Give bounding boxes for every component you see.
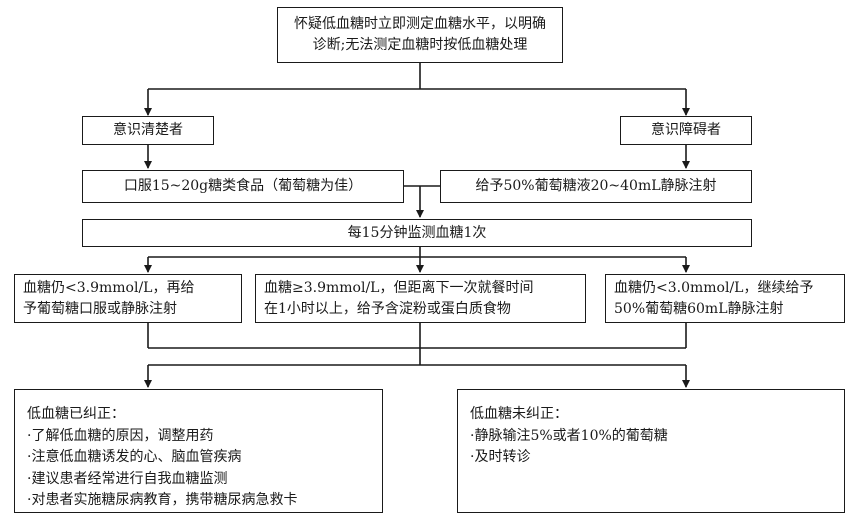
monitor-box: 每15分钟监测血糖1次: [82, 219, 752, 247]
oral-treatment-box: 口服15~20g糖类食品（葡萄糖为佳）: [82, 170, 404, 203]
list-item: ·对患者实施糖尿病教育，携带糖尿病急救卡: [27, 492, 298, 508]
impaired-box: 意识障碍者: [620, 116, 752, 145]
start-line-2: 诊断;无法测定血糖时按低血糖处理: [312, 37, 528, 53]
list-item: ·注意低血糖诱发的心、脑血管疾病: [27, 449, 242, 465]
case-normal-line-1: 血糖≥3.9mmol/L，但距离下一次就餐时间: [264, 280, 534, 296]
conscious-label: 意识清楚者: [113, 122, 183, 138]
case-severe-box: 血糖仍<3.0mmol/L，继续给予 50%葡萄糖60mL静脉注射: [605, 274, 845, 323]
case-low-line-2: 予葡萄糖口服或静脉注射: [23, 301, 177, 317]
not-corrected-title: 低血糖未纠正：: [470, 406, 568, 422]
case-severe-line-1: 血糖仍<3.0mmol/L，继续给予: [614, 280, 814, 296]
list-item: ·静脉输注5%或者10%的葡萄糖: [470, 427, 668, 444]
start-box: 怀疑低血糖时立即测定血糖水平，以明确 诊断;无法测定血糖时按低血糖处理: [277, 7, 563, 63]
list-item: ·及时转诊: [470, 449, 531, 465]
not-corrected-box: 低血糖未纠正： ·静脉输注5%或者10%的葡萄糖 ·及时转诊: [457, 389, 845, 513]
case-low-box: 血糖仍<3.9mmol/L，再给 予葡萄糖口服或静脉注射: [14, 274, 242, 323]
case-normal-box: 血糖≥3.9mmol/L，但距离下一次就餐时间 在1小时以上，给予含淀粉或蛋白质…: [255, 274, 586, 323]
case-normal-line-2: 在1小时以上，给予含淀粉或蛋白质食物: [264, 301, 511, 317]
list-item: ·了解低血糖的原因，调整用药: [27, 427, 214, 444]
iv-treatment-box: 给予50%葡萄糖液20~40mL静脉注射: [440, 170, 752, 203]
case-low-line-1: 血糖仍<3.9mmol/L，再给: [23, 280, 195, 296]
case-severe-line-2: 50%葡萄糖60mL静脉注射: [614, 301, 784, 317]
start-line-1: 怀疑低血糖时立即测定血糖水平，以明确: [294, 16, 546, 32]
conscious-box: 意识清楚者: [82, 116, 214, 145]
oral-treatment-label: 口服15~20g糖类食品（葡萄糖为佳）: [123, 178, 363, 194]
corrected-title: 低血糖已纠正：: [27, 406, 125, 422]
monitor-label: 每15分钟监测血糖1次: [347, 224, 487, 241]
list-item: ·建议患者经常进行自我血糖监测: [27, 470, 228, 487]
corrected-box: 低血糖已纠正： ·了解低血糖的原因，调整用药 ·注意低血糖诱发的心、脑血管疾病 …: [14, 389, 383, 513]
impaired-label: 意识障碍者: [651, 122, 721, 138]
iv-treatment-label: 给予50%葡萄糖液20~40mL静脉注射: [475, 178, 717, 194]
